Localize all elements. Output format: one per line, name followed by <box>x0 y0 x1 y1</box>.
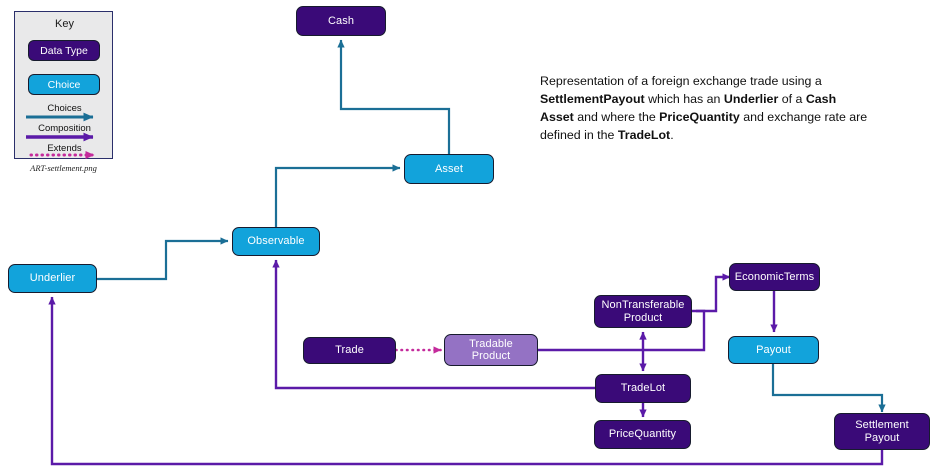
edge-underlier-to-observable <box>97 237 229 281</box>
node-nontransferable-product[interactable]: NonTransferable Product <box>594 295 692 328</box>
node-nontransferable-product-line1: NonTransferable <box>601 299 685 311</box>
node-cash[interactable]: Cash <box>296 6 386 36</box>
node-settlement-payout-line1: Settlement <box>855 419 909 431</box>
edge-tradelot-to-observable <box>272 259 595 390</box>
node-payout[interactable]: Payout <box>728 336 819 364</box>
node-trade[interactable]: Trade <box>303 337 396 364</box>
key-extends-label: Extends <box>47 143 82 154</box>
key-datatype-swatch: Data Type <box>28 40 100 61</box>
edge-nontransferableproduct-to-economicterms <box>692 273 731 313</box>
node-pricequantity[interactable]: PriceQuantity <box>594 420 691 449</box>
key-title: Key <box>55 18 74 30</box>
node-tradelot[interactable]: TradeLot <box>595 374 691 403</box>
key-choices-label: Choices <box>47 103 82 114</box>
node-settlement-payout[interactable]: Settlement Payout <box>834 413 930 450</box>
key-caption: ART-settlement.png <box>30 163 97 173</box>
node-underlier[interactable]: Underlier <box>8 264 97 293</box>
node-tradable-product-line2: Product <box>471 350 511 362</box>
node-tradable-product[interactable]: Tradable Product <box>444 334 538 366</box>
key-arrows <box>26 112 96 159</box>
node-economicterms[interactable]: EconomicTerms <box>729 263 820 291</box>
edge-asset-to-cash <box>337 39 451 154</box>
edge-settlementpayout-to-underlier <box>48 296 884 466</box>
node-settlement-payout-line2: Payout <box>864 431 900 444</box>
node-observable[interactable]: Observable <box>232 227 320 256</box>
node-asset[interactable]: Asset <box>404 154 494 184</box>
diagram-description: Representation of a foreign exchange tra… <box>540 74 868 142</box>
node-tradable-product-line1: Tradable <box>469 337 513 350</box>
edge-observable-to-asset <box>274 164 401 228</box>
key-composition-label: Composition <box>38 123 91 134</box>
key-choice-swatch: Choice <box>28 74 100 95</box>
edge-payout-to-settlementpayout <box>771 364 886 413</box>
key-legend: Key Data Type Choice Choices Composition… <box>14 11 113 159</box>
node-nontransferable-product-line2: Product <box>623 311 663 324</box>
